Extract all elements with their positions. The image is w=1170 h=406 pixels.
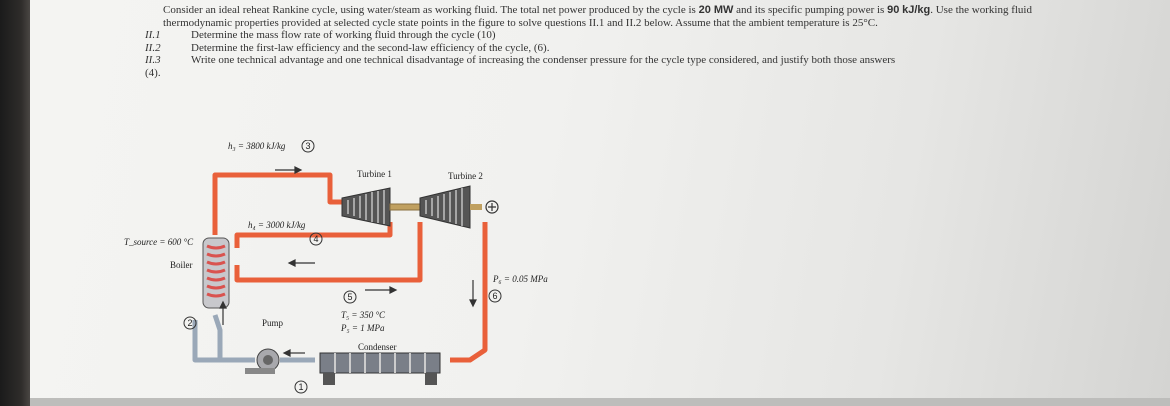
- state-2-label: 2: [187, 318, 192, 328]
- state-2-marker: [183, 316, 197, 330]
- turbine-shaft: [389, 203, 421, 211]
- state-6-marker: [488, 289, 502, 303]
- h4-label: h₄ = 3000 kJ/kg: [248, 220, 306, 230]
- intro-text-1: Consider an ideal reheat Rankine cycle, …: [163, 4, 696, 16]
- net-power-value: 20 MW: [698, 4, 734, 16]
- state-4-label: 4: [313, 234, 318, 244]
- state-1-marker: [294, 380, 308, 394]
- turbine-1: [341, 187, 391, 227]
- state-3-label: 3: [305, 141, 310, 151]
- pipe-boiler-to-turbine1: [212, 172, 342, 235]
- monitor-bezel: [0, 0, 30, 406]
- window-bottom-edge: [30, 398, 1170, 406]
- question-number: II.3: [145, 54, 161, 66]
- problem-intro: Consider an ideal reheat Rankine cycle, …: [145, 4, 1075, 29]
- p5-label: P₅ = 1 MPa: [340, 323, 385, 333]
- state-6-label: 6: [492, 291, 497, 301]
- flow-arrows: [219, 166, 477, 357]
- rankine-cycle-diagram: 3 4 5 6 2 1 h₃ = 3800 kJ/kg h₄ = 3000 kJ…: [124, 140, 548, 394]
- turbine-1-label: Turbine 1: [357, 169, 392, 179]
- boiler: [202, 237, 230, 309]
- pipe-return: [192, 320, 240, 363]
- question-II-3-points: (4).: [145, 66, 161, 79]
- intro-text-2: and its specific pumping power is: [736, 4, 885, 16]
- pump-power-value: 90: [887, 4, 900, 16]
- p6-label: P₆ = 0.05 MPa: [492, 274, 548, 284]
- pump-power-unit: kJ/kg: [902, 4, 931, 16]
- condenser-label: Condenser: [358, 342, 397, 352]
- question-II-3: II.3 Write one technical advantage and o…: [145, 54, 1075, 67]
- turbine-2-label: Turbine 2: [448, 171, 483, 181]
- pipe-turbine2-to-condenser: [450, 222, 488, 363]
- state-3-marker: [301, 140, 315, 153]
- question-number: II.1: [145, 29, 161, 41]
- t5-label: T₅ = 350 °C: [341, 310, 386, 320]
- h3-label: h₃ = 3800 kJ/kg: [228, 141, 286, 151]
- pipe-turbine1-to-boiler: [234, 222, 393, 248]
- state-5-label: 5: [347, 292, 352, 302]
- intro-text-3: . Use the working fluid thermodynamic pr…: [163, 4, 1032, 29]
- question-II-2: II.2 Determine the first-law efficiency …: [145, 42, 1075, 55]
- question-text: Determine the first-law efficiency and t…: [191, 41, 550, 54]
- t-source-label: T_source = 600 °C: [124, 237, 194, 247]
- pump: [245, 348, 280, 374]
- boiler-label: Boiler: [170, 260, 193, 270]
- question-text: Determine the mass flow rate of working …: [191, 29, 496, 41]
- state-4-marker: [309, 232, 323, 246]
- question-text: Write one technical advantage and one te…: [191, 54, 896, 66]
- hot-pipes: [212, 172, 488, 363]
- turbine-2: [419, 185, 482, 229]
- question-number: II.2: [145, 41, 161, 54]
- question-II-1: II.1 Determine the mass flow rate of wor…: [145, 29, 1075, 42]
- cold-pipes: [192, 314, 315, 363]
- state-1-label: 1: [298, 382, 303, 392]
- pump-label: Pump: [262, 318, 284, 328]
- state-5-marker: [343, 290, 357, 304]
- pipe-boiler-to-turbine2: [234, 222, 423, 283]
- pipe-pump-to-boiler: [212, 314, 255, 363]
- generator-icon: [485, 200, 499, 214]
- state-markers: [183, 140, 502, 394]
- problem-statement: Consider an ideal reheat Rankine cycle, …: [145, 4, 1075, 79]
- condenser: [319, 352, 441, 385]
